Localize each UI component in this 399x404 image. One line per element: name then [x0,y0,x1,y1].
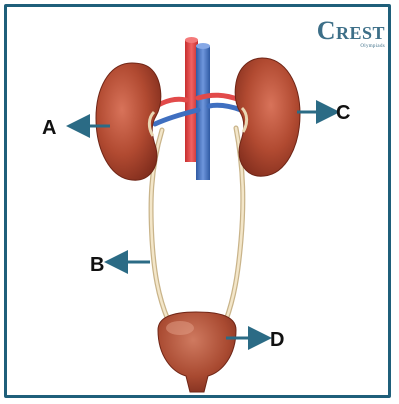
label-d: D [270,330,284,350]
bladder-highlight [166,321,194,335]
vena-cava-top [196,43,210,49]
right-kidney [235,58,300,176]
label-b: B [90,255,104,275]
left-kidney [96,63,161,180]
vena-cava [196,46,210,180]
label-a: A [42,118,56,138]
label-c: C [336,103,350,123]
aorta-top [185,37,198,43]
right-renal-vein [209,105,241,110]
